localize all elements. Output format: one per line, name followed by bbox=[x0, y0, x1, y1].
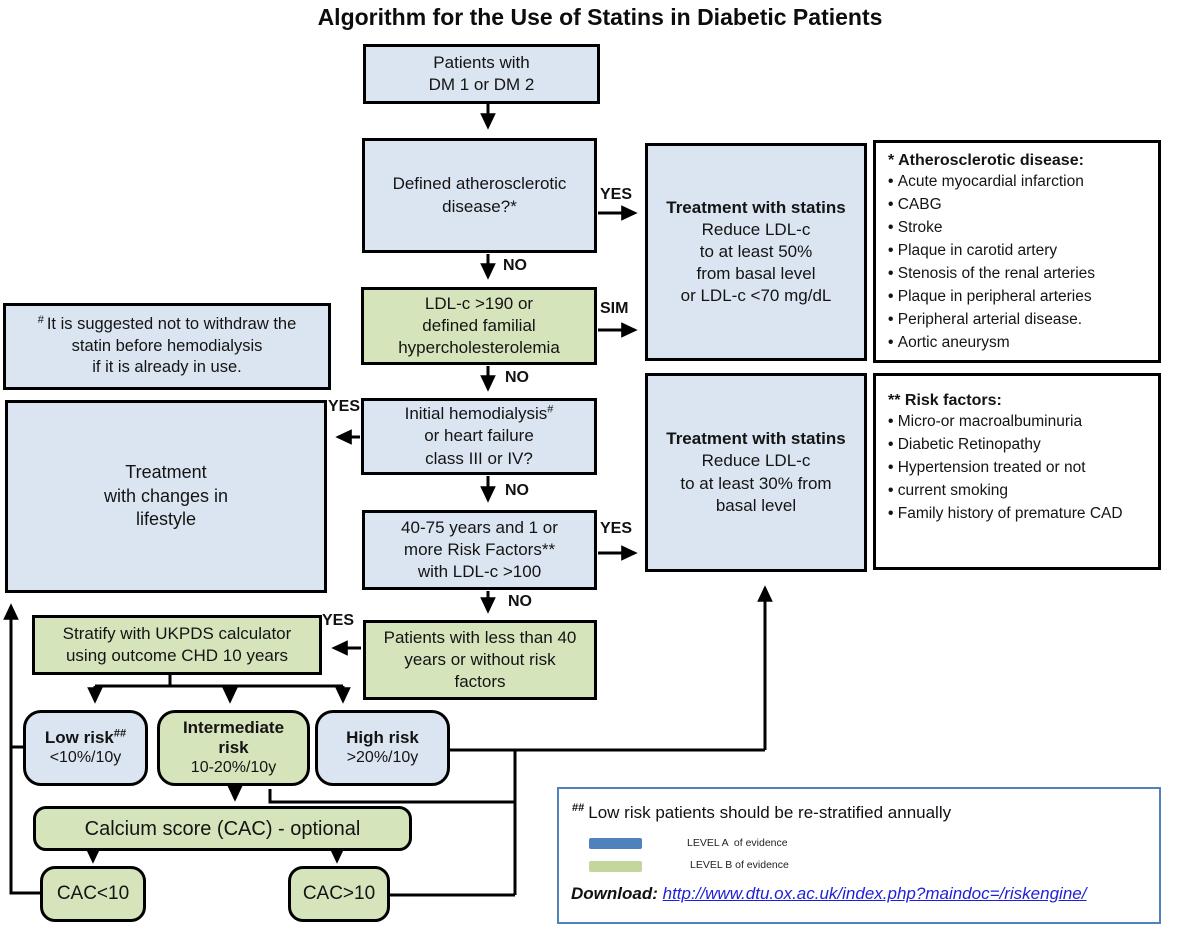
edge-label-no: NO bbox=[505, 369, 529, 386]
level-a-swatch bbox=[589, 838, 642, 849]
statins-30-body: Reduce LDL-c to at least 30% from basal … bbox=[680, 451, 832, 515]
panel-risk-factors: ** Risk factors: Micro-or macroalbuminur… bbox=[873, 373, 1161, 570]
low-risk-title: Low risk## bbox=[44, 727, 127, 748]
edge-label-yes: YES bbox=[328, 398, 361, 415]
low-risk-sub: <10%/10y bbox=[49, 748, 122, 766]
level-b-swatch bbox=[589, 861, 642, 872]
panel-risk-factors-list: Micro-or macroalbuminuria Diabetic Retin… bbox=[888, 411, 1148, 526]
panel-atherosclerotic-heading: * Atherosclerotic disease: bbox=[888, 152, 1084, 169]
high-risk-title: High risk bbox=[346, 728, 419, 748]
download-line: Download: http://www.dtu.ox.ac.uk/index.… bbox=[571, 884, 1086, 904]
legend-restratify-note: ##Low risk patients should be re-stratif… bbox=[572, 802, 952, 822]
list-item: Stenosis of the renal arteries bbox=[888, 263, 1148, 286]
node-ldl-190: LDL-c >190 or defined familial hyperchol… bbox=[361, 287, 597, 365]
intermediate-risk-sub: 10-20%/10y bbox=[190, 758, 277, 776]
list-item: Stroke bbox=[888, 217, 1148, 240]
node-atherosclerotic-question: Defined atherosclerotic disease?* bbox=[362, 138, 597, 253]
footnote-text: #It is suggested not to withdraw the sta… bbox=[37, 313, 297, 377]
node-cac-over-10: CAC>10 bbox=[288, 866, 390, 922]
list-item: Aortic aneurysm bbox=[888, 332, 1148, 355]
panel-atherosclerotic-disease: * Atherosclerotic disease: Acute myocard… bbox=[873, 140, 1161, 363]
node-low-risk: Low risk## <10%/10y bbox=[23, 710, 148, 786]
node-lifestyle-treatment: Treatment with changes in lifestyle bbox=[5, 400, 327, 593]
edge-label-no: NO bbox=[503, 257, 527, 274]
node-statins-50: Treatment with statins Reduce LDL-c to a… bbox=[645, 143, 867, 361]
edge-label-yes: YES bbox=[600, 520, 633, 537]
intermediate-risk-title: Intermediate risk bbox=[182, 718, 285, 757]
node-age-risk-question: 40-75 years and 1 or more Risk Factors**… bbox=[362, 510, 597, 590]
node-hemodialysis-question: Initial hemodialysis# or heart failure c… bbox=[361, 398, 597, 475]
edge-label-no: NO bbox=[505, 482, 529, 499]
statins-50-title: Treatment with statins bbox=[666, 197, 846, 217]
list-item: Hypertension treated or not bbox=[888, 457, 1148, 480]
list-item: CABG bbox=[888, 194, 1148, 217]
node-patients-dm: Patients with DM 1 or DM 2 bbox=[363, 44, 600, 104]
node-hemodialysis-rest: or heart failure class III or IV? bbox=[424, 426, 534, 468]
edge-label-sim: SIM bbox=[600, 300, 629, 317]
legend-box: ##Low risk patients should be re-stratif… bbox=[557, 787, 1161, 924]
edge-label-yes: YES bbox=[600, 186, 633, 203]
node-statins-30: Treatment with statins Reduce LDL-c to a… bbox=[645, 373, 867, 572]
level-b-label: LEVEL B of evidence bbox=[690, 859, 789, 871]
node-hemodialysis-footnote: #It is suggested not to withdraw the sta… bbox=[3, 303, 331, 390]
list-item: Micro-or macroalbuminuria bbox=[888, 411, 1148, 434]
list-item: Diabetic Retinopathy bbox=[888, 434, 1148, 457]
list-item: Plaque in carotid artery bbox=[888, 240, 1148, 263]
node-stratify-ukpds: Stratify with UKPDS calculator using out… bbox=[32, 615, 322, 675]
level-a-label: LEVEL A of evidence bbox=[687, 837, 788, 849]
node-intermediate-risk: Intermediate risk 10-20%/10y bbox=[157, 710, 310, 786]
node-hemodialysis-line1: Initial hemodialysis# bbox=[404, 403, 554, 424]
edge-label-yes: YES bbox=[322, 612, 355, 629]
panel-risk-factors-heading: ** Risk factors: bbox=[888, 392, 1002, 409]
download-label: Download: bbox=[571, 884, 658, 903]
diagram-title: Algorithm for the Use of Statins in Diab… bbox=[317, 4, 883, 30]
high-risk-sub: >20%/10y bbox=[346, 748, 419, 766]
node-high-risk: High risk >20%/10y bbox=[315, 710, 450, 786]
node-cac-under-10: CAC<10 bbox=[40, 866, 146, 922]
list-item: Family history of premature CAD bbox=[888, 503, 1148, 526]
edge-label-no: NO bbox=[508, 593, 532, 610]
statins-50-body: Reduce LDL-c to at least 50% from basal … bbox=[680, 219, 832, 306]
node-under-40: Patients with less than 40 years or with… bbox=[363, 620, 597, 700]
list-item: Peripheral arterial disease. bbox=[888, 309, 1148, 332]
list-item: Plaque in peripheral arteries bbox=[888, 286, 1148, 309]
list-item: Acute myocardial infarction bbox=[888, 171, 1148, 194]
panel-atherosclerotic-list: Acute myocardial infarction CABG Stroke … bbox=[888, 171, 1148, 355]
node-calcium-score: Calcium score (CAC) - optional bbox=[33, 806, 412, 851]
download-link[interactable]: http://www.dtu.ox.ac.uk/index.php?maindo… bbox=[662, 884, 1087, 903]
list-item: current smoking bbox=[888, 480, 1148, 503]
statins-30-title: Treatment with statins bbox=[666, 429, 846, 449]
